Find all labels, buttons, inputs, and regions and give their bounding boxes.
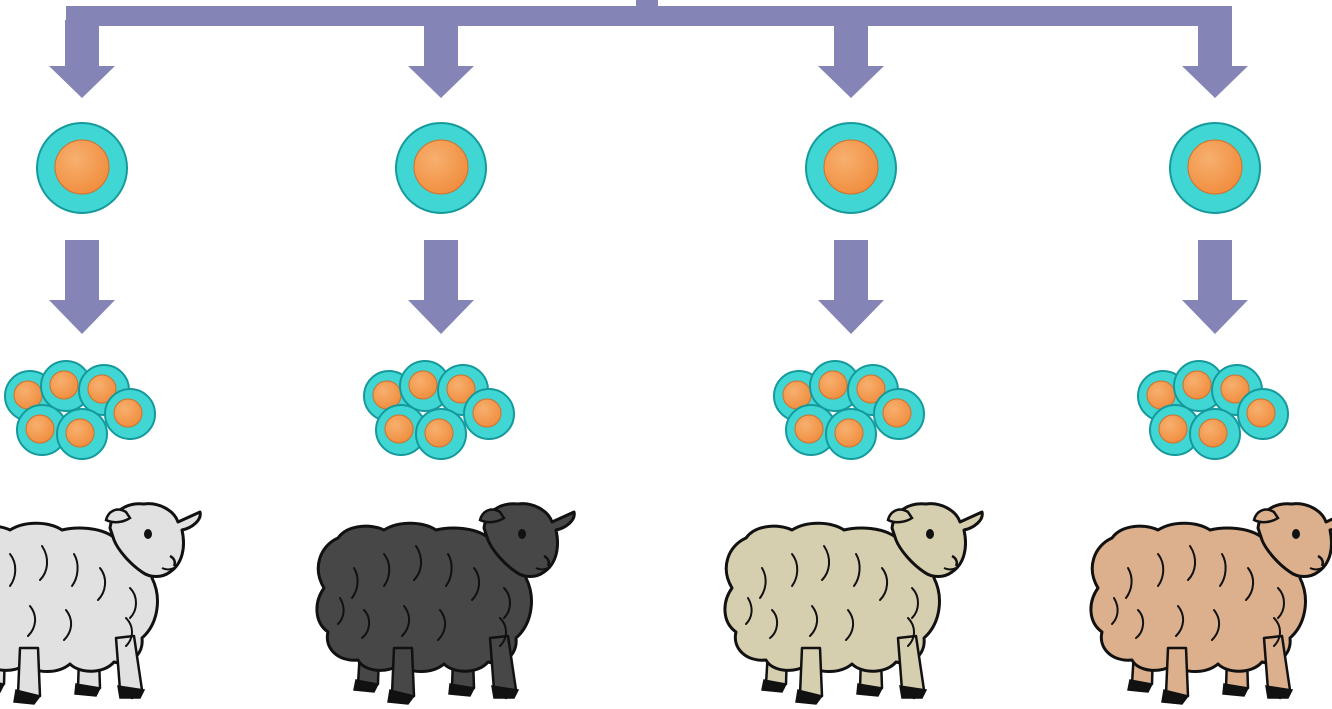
single-cell-icon [395,122,487,214]
sheep-icon [1089,502,1332,705]
sheep-icon [0,502,202,705]
cell-cluster-icon [363,360,515,460]
single-cell-icon [805,122,897,214]
embryo-cell [873,388,925,440]
embryo-cell [40,360,92,412]
embryo-cell [375,404,427,456]
embryo-cell [1237,388,1289,440]
arrow-down-icon [49,20,115,98]
embryo-cell [785,404,837,456]
sheep-icon [723,502,984,705]
lanes [0,20,1332,705]
single-cell-icon [1169,122,1261,214]
arrow-down-icon [408,240,474,334]
lane-2 [315,20,576,705]
distribution-bracket [66,0,1232,26]
arrow-down-icon [1182,240,1248,334]
arrow-down-icon [49,240,115,334]
bracket-stem [636,0,658,14]
embryo-cell [104,388,156,440]
bracket-bar [66,6,1232,26]
embryo-cell [16,404,68,456]
sheep-icon [315,502,576,705]
arrow-down-icon [818,20,884,98]
embryo-cell [56,408,108,460]
embryo-cell [809,360,861,412]
cell-cluster-icon [773,360,925,460]
embryo-cell [1189,408,1241,460]
single-cell-icon [36,122,128,214]
lane-3 [723,20,984,705]
embryo-cell [415,408,467,460]
lane-1 [0,20,202,705]
arrow-down-icon [818,240,884,334]
embryo-cell [463,388,515,440]
arrow-down-icon [1182,20,1248,98]
embryo-cell [825,408,877,460]
cell-cluster-icon [4,360,156,460]
cell-cluster-icon [1137,360,1289,460]
arrow-down-icon [408,20,474,98]
lane-4 [1089,20,1332,705]
